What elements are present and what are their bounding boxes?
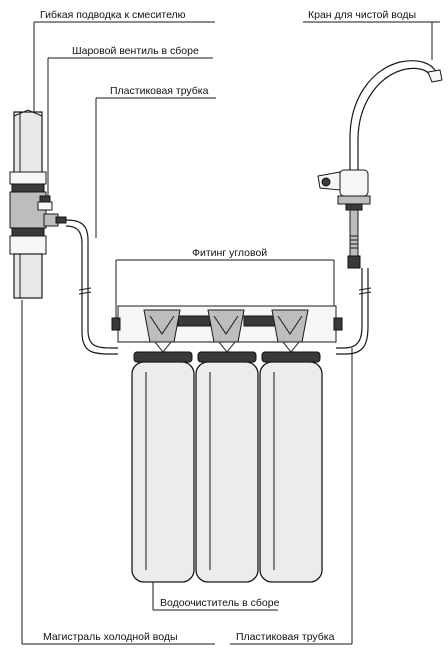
- filter-housings: [131, 341, 323, 583]
- pipe-lower: [13, 253, 43, 299]
- housing-1: [131, 361, 195, 583]
- housing-3: [259, 361, 323, 583]
- label-purifier-assembly: Водоочиститель в сборе: [160, 597, 280, 609]
- clean-water-tap: [317, 60, 443, 269]
- housing-1-ring: [133, 351, 193, 363]
- angle-fitting-left: [111, 317, 121, 331]
- housing-2-ring: [197, 351, 257, 363]
- label-ball-valve: Шаровой вентиль в сборе: [72, 45, 199, 57]
- label-flex-hose: Гибкая подводка к смесителю: [40, 9, 186, 21]
- ball-valve: [37, 195, 67, 227]
- filter-head: [111, 305, 343, 343]
- label-angle-fitting: Фитинг угловой: [192, 247, 267, 259]
- housing-2: [195, 361, 259, 583]
- plastic-tube-right: [336, 268, 372, 355]
- plastic-tube-left: [65, 219, 118, 355]
- label-clean-water-tap: Кран для чистой воды: [308, 9, 416, 21]
- leader-lines: [21, 21, 440, 645]
- pipe-tee-band-low: [11, 227, 45, 237]
- pipe-nut-top: [9, 171, 47, 185]
- pipe-nut-bottom: [9, 235, 47, 255]
- housing-3-ring: [261, 351, 321, 363]
- pipe-tee-band: [11, 183, 45, 193]
- label-plastic-tube-top: Пластиковая трубка: [110, 85, 209, 97]
- label-cold-water-main: Магистраль холодной воды: [43, 631, 178, 643]
- label-plastic-tube-bottom: Пластиковая трубка: [236, 631, 335, 643]
- pipe-upper: [13, 111, 43, 175]
- angle-fitting-right: [333, 317, 343, 331]
